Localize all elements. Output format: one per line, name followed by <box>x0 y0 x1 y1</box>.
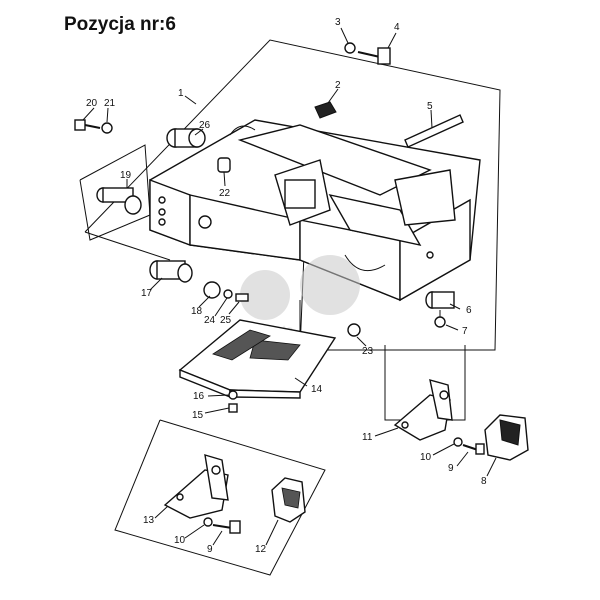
callout-10-right: 10 <box>420 452 432 463</box>
callout-1: 1 <box>178 88 184 99</box>
callout-22: 22 <box>219 188 231 199</box>
part-22-sleeve <box>217 157 231 173</box>
part-8-mount <box>484 414 529 461</box>
part-18-washer <box>203 281 221 299</box>
callout-3: 3 <box>335 17 341 28</box>
part-2-block <box>314 101 337 119</box>
callout-9-right: 9 <box>448 463 454 474</box>
callout-19: 19 <box>120 170 132 181</box>
callout-5: 5 <box>427 101 433 112</box>
lower-group-border <box>114 419 326 576</box>
part-6-bushing <box>425 291 455 309</box>
part-19-pin <box>96 187 142 215</box>
part-21-nut <box>101 122 113 134</box>
part-3-washer <box>344 42 356 54</box>
part-16-washer <box>228 390 238 400</box>
callout-17: 17 <box>141 288 153 299</box>
callout-11: 11 <box>362 432 373 443</box>
part-15-bolt <box>228 403 238 413</box>
part-26-bushing <box>166 128 206 148</box>
main-group-border <box>84 39 501 351</box>
chassis-frame <box>149 119 481 302</box>
callout-20: 20 <box>86 98 98 109</box>
part-24-washer <box>223 289 233 299</box>
part-13-bracket <box>163 454 229 519</box>
callout-6: 6 <box>466 305 472 316</box>
callout-24: 24 <box>204 315 216 326</box>
part-5-strip <box>404 114 464 148</box>
part-10-washer-right <box>453 437 463 447</box>
callout-8: 8 <box>481 476 487 487</box>
callout-10-left: 10 <box>174 535 186 546</box>
callout-16: 16 <box>193 391 205 402</box>
callout-13: 13 <box>143 515 155 526</box>
callout-21: 21 <box>104 98 116 109</box>
callout-26: 26 <box>199 120 211 131</box>
page-title: Pozycja nr:6 <box>64 14 176 35</box>
part-20-bolt <box>74 119 101 131</box>
callout-15: 15 <box>192 410 204 421</box>
part-17-bushing <box>149 260 193 283</box>
callout-23: 23 <box>362 346 374 357</box>
part-9-bolt-right <box>462 443 485 455</box>
callout-9-left: 9 <box>207 544 213 555</box>
callout-12: 12 <box>255 544 267 555</box>
callout-14: 14 <box>311 384 323 395</box>
callout-7: 7 <box>462 326 468 337</box>
part-11-bracket <box>393 379 453 441</box>
callout-4: 4 <box>394 22 400 33</box>
part-7-grease-nipple <box>434 310 446 328</box>
callout-labels: 3 4 2 5 1 20 21 26 22 19 17 18 24 25 6 7… <box>86 17 487 555</box>
callout-2: 2 <box>335 80 341 91</box>
leader-lines <box>82 27 497 546</box>
part-4-bolt <box>357 47 391 65</box>
callout-25: 25 <box>220 315 232 326</box>
part-10-washer-left <box>203 517 213 527</box>
part-9-bolt-left <box>212 520 241 534</box>
part-23-cap <box>347 323 361 337</box>
part-25-bolt <box>235 293 249 302</box>
part-12-mount <box>271 477 306 523</box>
callout-18: 18 <box>191 306 203 317</box>
